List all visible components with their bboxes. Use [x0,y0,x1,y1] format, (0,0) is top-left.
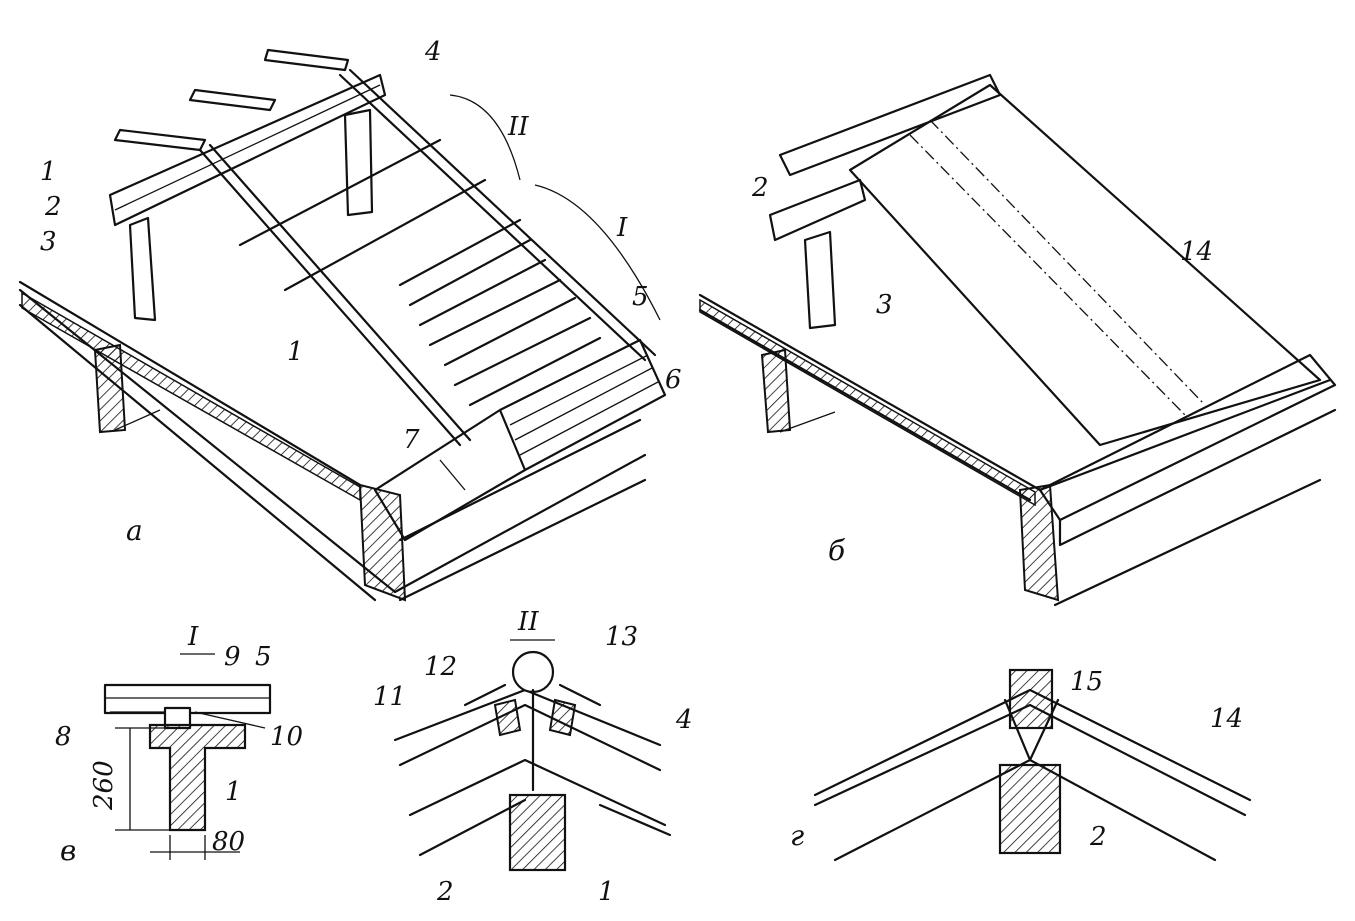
label-ii-2: 2 [436,877,454,907]
label-ii-13: 13 [605,622,638,652]
caption-v: в [60,834,76,867]
bracket-I: I [616,213,628,243]
caption-g: г [790,819,804,852]
label-b-14: 14 [1180,237,1213,267]
label-ii-1: 1 [598,877,615,907]
detail-g [813,668,1252,862]
dim-260: 260 [89,760,119,811]
label-v-10: 10 [270,722,303,752]
label-v-1: 1 [225,777,242,807]
caption-a: а [126,514,143,547]
dim-80: 80 [212,827,245,857]
caption-b: б [828,534,846,567]
label-a-1: 1 [40,157,57,187]
label-a-5: 5 [632,282,649,312]
title-ii: II [517,607,539,637]
label-b-2: 2 [751,173,769,203]
labels: 1 2 3 4 1 5 6 7 II I а 2 3 14 б I 9 5 8 … [40,37,1243,907]
label-ii-11: 11 [373,682,406,712]
label-v-8: 8 [55,722,72,752]
label-a-4: 4 [424,37,442,67]
label-a-6: 6 [665,365,682,395]
detail-ii [393,650,672,872]
label-g-15: 15 [1070,667,1103,697]
label-v-5: 5 [255,642,272,672]
label-v-9: 9 [224,642,241,672]
label-ii-4: 4 [675,705,693,735]
label-a-3: 3 [40,227,57,257]
label-b-3: 3 [876,290,893,320]
label-g-2: 2 [1089,822,1107,852]
figure-b [698,73,1337,607]
label-a-7: 7 [403,425,420,455]
label-a-1b: 1 [287,337,304,367]
label-a-2: 2 [44,192,62,222]
label-g-14: 14 [1210,704,1243,734]
figure-a [18,48,667,602]
bracket-II: II [507,112,529,142]
label-ii-12: 12 [424,652,457,682]
detail-v [103,683,272,860]
title-v-I: I [187,622,199,652]
laths [398,218,602,407]
